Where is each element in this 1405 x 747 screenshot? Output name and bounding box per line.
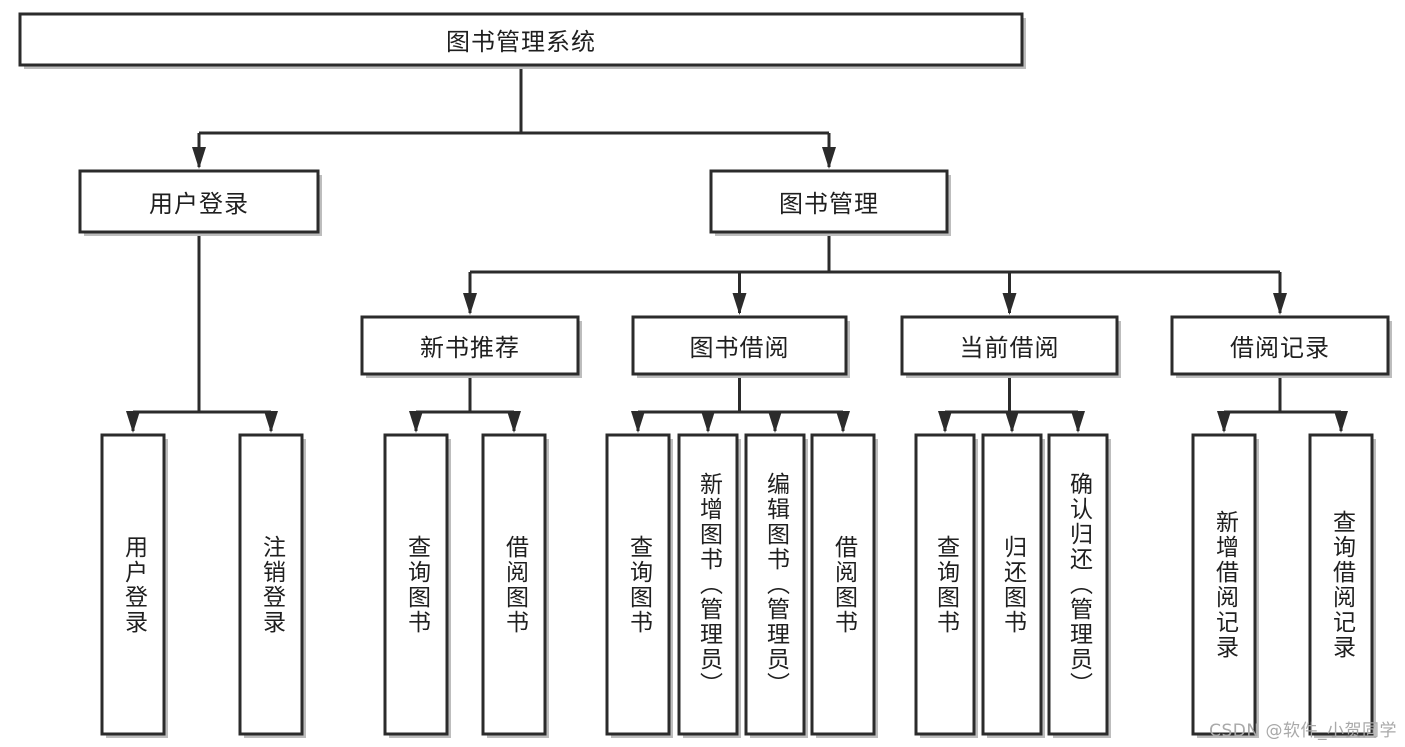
node-box-leaf-11[interactable] — [1191, 433, 1257, 736]
arrow-head-icon — [732, 293, 747, 315]
arrow-head-icon — [1334, 411, 1348, 433]
arrow-head-icon — [1217, 411, 1231, 433]
arrow-head-icon — [507, 411, 521, 433]
node-box-l2-1[interactable] — [709, 169, 949, 234]
arrow-head-icon — [822, 147, 836, 169]
node-box-leaf-2[interactable] — [383, 433, 449, 736]
node-box-root-0[interactable] — [18, 12, 1024, 67]
arrow-head-icon — [463, 293, 477, 315]
node-box-l3-2[interactable] — [900, 315, 1119, 376]
node-box-leaf-10[interactable] — [1047, 433, 1109, 736]
node-box-leaf-6[interactable] — [744, 433, 806, 736]
node-box-leaf-3[interactable] — [481, 433, 547, 736]
arrow-head-icon — [836, 411, 850, 433]
box-layer — [18, 12, 1392, 738]
node-box-l3-1[interactable] — [631, 315, 848, 376]
node-box-leaf-7[interactable] — [810, 433, 876, 736]
node-box-l3-0[interactable] — [360, 315, 580, 376]
node-box-leaf-5[interactable] — [677, 433, 739, 736]
node-box-leaf-1[interactable] — [238, 433, 304, 736]
arrow-head-icon — [264, 411, 278, 433]
connector-layer — [126, 65, 1348, 433]
node-box-leaf-9[interactable] — [981, 433, 1043, 736]
arrow-head-icon — [1071, 411, 1085, 433]
arrow-head-icon — [1273, 293, 1287, 315]
node-box-leaf-0[interactable] — [100, 433, 166, 736]
arrow-head-icon — [1005, 411, 1019, 433]
arrow-head-icon — [768, 411, 782, 433]
node-box-l3-3[interactable] — [1170, 315, 1390, 376]
arrow-head-icon — [701, 411, 715, 433]
arrow-head-icon — [192, 147, 206, 169]
node-box-l2-0[interactable] — [78, 169, 320, 234]
arrow-head-icon — [631, 411, 645, 433]
watermark-label: CSDN @软件_小贺同学 — [1209, 721, 1397, 741]
arrow-head-icon — [409, 411, 423, 433]
arrow-head-icon — [1002, 293, 1017, 315]
node-box-leaf-12[interactable] — [1308, 433, 1374, 736]
arrow-head-icon — [938, 411, 952, 433]
node-box-leaf-4[interactable] — [605, 433, 671, 736]
arrow-head-icon — [126, 411, 140, 433]
node-box-leaf-8[interactable] — [914, 433, 976, 736]
